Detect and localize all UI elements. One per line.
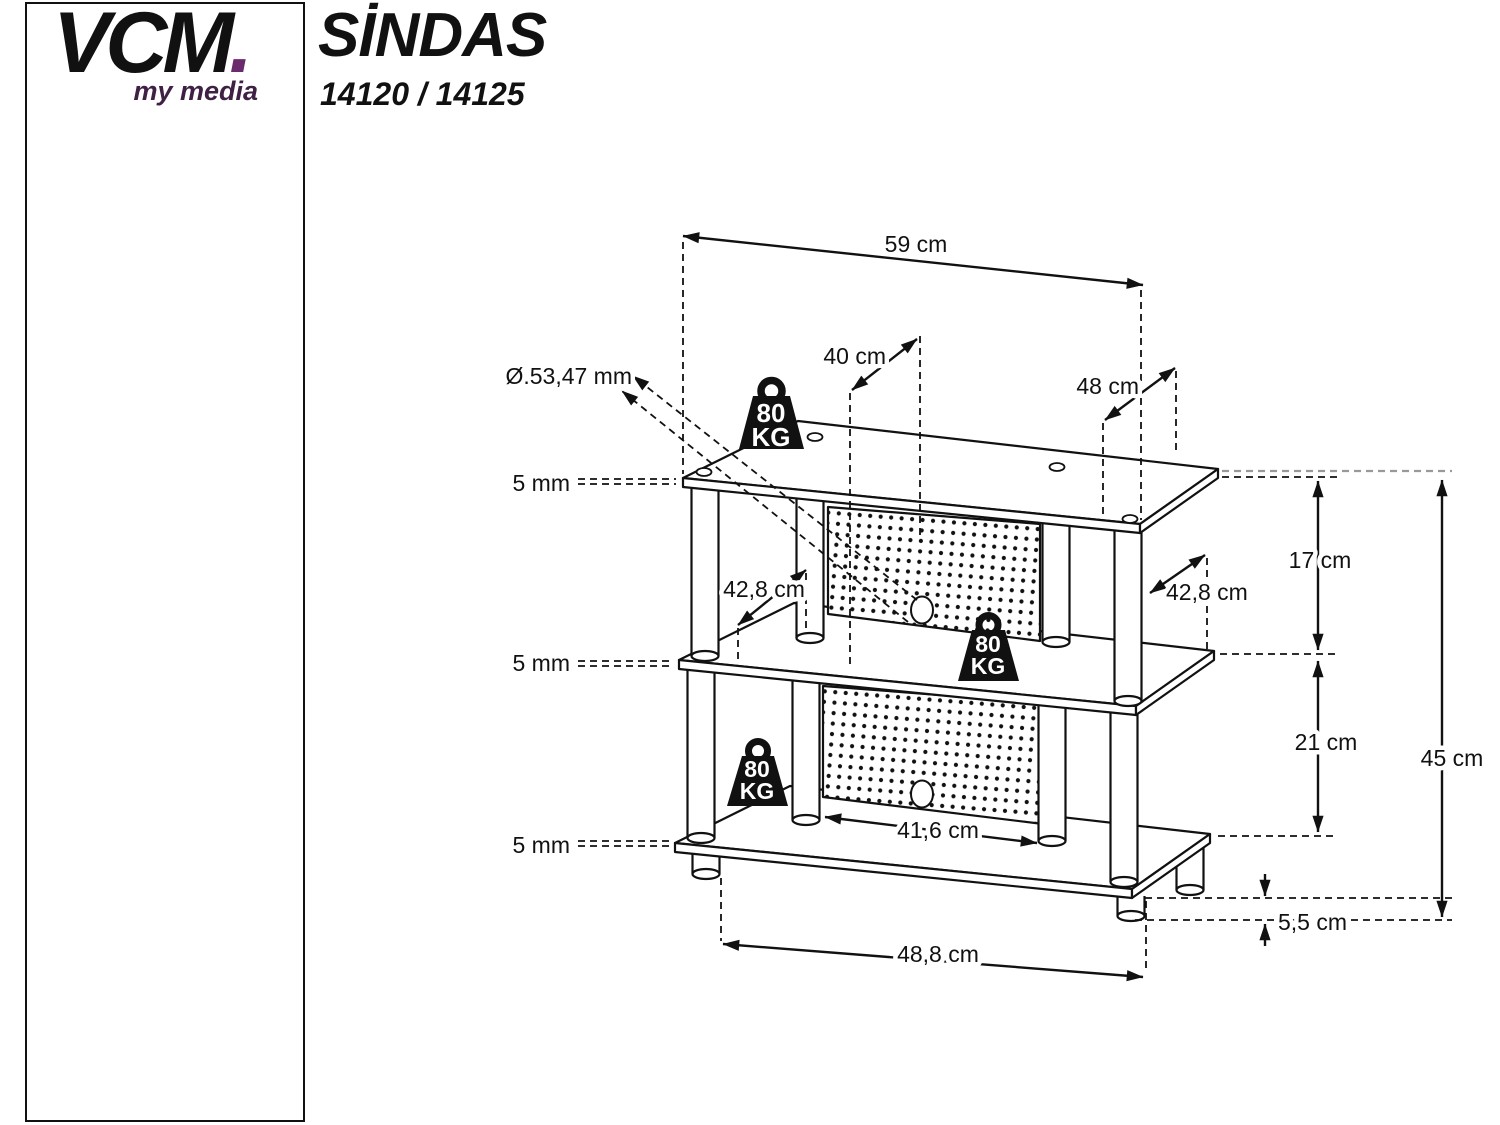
leader-line <box>621 390 909 623</box>
weight-badge-bottom: 80 KG <box>727 738 788 806</box>
brand-text: VCM <box>53 0 234 91</box>
brand-tagline: my media <box>133 76 258 106</box>
dim-40cm-arrow <box>851 338 918 391</box>
model-numbers: 14120 / 14125 <box>320 76 525 112</box>
dim-59cm-label: 59 cm <box>885 231 948 257</box>
dim-55-label: 5,5 cm <box>1278 909 1347 935</box>
screw-hole <box>806 432 824 442</box>
dim-428-left-arrow <box>737 569 807 626</box>
leg-lower-back-right <box>1037 700 1067 848</box>
leg-lower-back-left <box>791 676 821 827</box>
dim-21cm-label: 21 cm <box>1295 729 1358 755</box>
thickness-line <box>578 478 676 485</box>
brand-dot: . <box>229 0 254 91</box>
dim-5mm-label-top: 5 mm <box>513 470 571 496</box>
dim-diameter-label: Ø.53,47 mm <box>505 363 632 389</box>
weight-badge-middle: 80 KG <box>958 612 1019 681</box>
dimension-annotations: 59 cm 40 cm 48 cm Ø.53,47 mm 5 mm 5 mm 5… <box>501 227 1488 982</box>
leg-lower-front-left <box>686 668 716 845</box>
brand-panel: VCM. my media <box>25 0 305 1122</box>
cable-hole-upper <box>910 595 934 625</box>
screw-hole <box>1048 462 1066 472</box>
dim-48cm-arrow <box>1104 367 1176 421</box>
dim-40cm-label: 40 cm <box>823 343 886 369</box>
dim-5mm-label-middle: 5 mm <box>513 650 571 676</box>
upper-back-panel <box>826 505 1042 643</box>
leg-upper-back-right <box>1041 516 1071 649</box>
dim-48cm-label: 48 cm <box>1076 373 1139 399</box>
dim-416-arrow <box>824 813 1038 847</box>
foot-front-right <box>1116 896 1146 923</box>
thickness-line <box>578 840 670 847</box>
screw-hole <box>695 467 713 477</box>
cable-hole-lower <box>910 779 934 809</box>
dim-428-left-label: 42,8 cm <box>723 576 805 602</box>
lower-back-panel <box>821 684 1045 826</box>
weight-unit: KG <box>752 422 791 452</box>
weight-badge-top: 80 KG <box>739 376 804 452</box>
dim-428-right-arrow <box>1149 554 1206 594</box>
leg-lower-front-right <box>1109 710 1139 889</box>
brand-logo: VCM. <box>53 0 253 86</box>
dim-416-label: 41,6 cm <box>897 817 979 843</box>
leg-upper-front-right <box>1113 528 1143 708</box>
weight-unit: KG <box>971 653 1006 679</box>
dim-488-label: 48,8 cm <box>897 941 979 967</box>
weight-value: 80 <box>744 756 770 782</box>
thickness-line <box>578 660 674 667</box>
weight-value: 80 <box>975 631 1001 657</box>
product-name: SİNDAS <box>318 1 547 70</box>
leader-line <box>632 375 918 601</box>
rack-drawing: 80 KG 80 KG 80 KG <box>673 376 1220 923</box>
dim-17cm-label: 17 cm <box>1289 547 1352 573</box>
dim-428-right-label: 42,8 cm <box>1166 579 1248 605</box>
dim-488-arrow <box>722 939 1144 982</box>
top-shelf <box>681 419 1220 535</box>
dim-59cm-arrow <box>682 232 1144 289</box>
screw-hole <box>1121 514 1139 524</box>
dim-45cm-label: 45 cm <box>1421 745 1484 771</box>
leg-upper-front-left <box>690 485 720 663</box>
weight-value: 80 <box>757 398 786 428</box>
weight-unit: KG <box>740 778 775 804</box>
dim-5mm-label-bottom: 5 mm <box>513 832 571 858</box>
